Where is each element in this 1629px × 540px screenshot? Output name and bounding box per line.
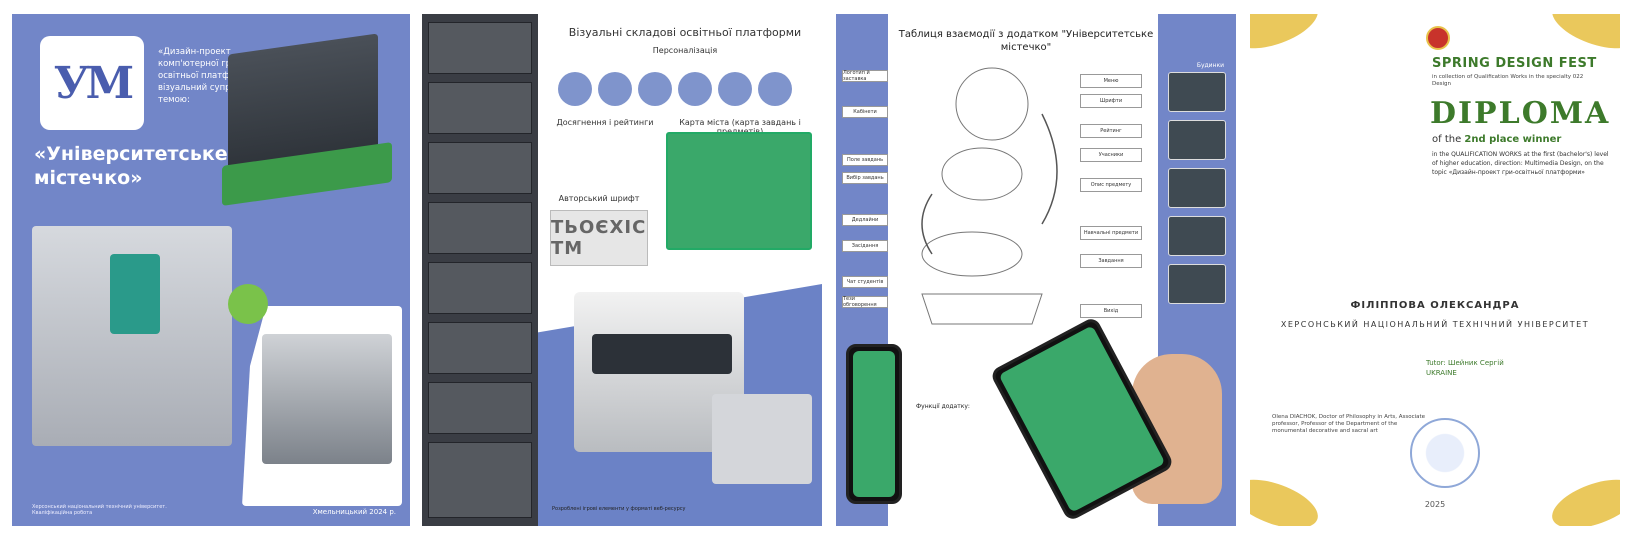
thumbnail xyxy=(428,22,532,74)
building-thumbnail xyxy=(1168,168,1226,208)
signatory: Olena DIACHOK, Doctor of Philosophy in A… xyxy=(1272,414,1426,434)
thumbnail xyxy=(428,442,532,518)
logo: УМ xyxy=(40,36,144,130)
functions-heading: Функції додатку: xyxy=(916,403,970,410)
render-thumbnails xyxy=(422,14,538,526)
achievements-label: Досягнення і рейтинги xyxy=(556,118,654,127)
flow-label: Засідання xyxy=(842,240,888,252)
building-thumbnail xyxy=(1168,216,1226,256)
section-heading: Візуальні складові освітньої платформи xyxy=(568,26,802,39)
diploma-title: DIPLOMA xyxy=(1430,96,1611,131)
flow-label: Навчальні предмети xyxy=(1080,226,1142,240)
tree xyxy=(228,284,268,324)
flow-label: Рейтинг xyxy=(1080,124,1142,138)
buildings-label: Будинки xyxy=(1196,62,1224,69)
building-thumbnail xyxy=(1168,120,1226,160)
thumbnail xyxy=(428,262,532,314)
robot-avatar-icon xyxy=(718,72,752,106)
place-line: of the 2nd place winner xyxy=(1432,134,1562,145)
flow-label: Меню xyxy=(1080,74,1142,88)
poster-note: Розроблені ігрові елементи у форматі веб… xyxy=(552,506,686,512)
recipient-name: ФІЛІППОВА ОЛЕКСАНДРА xyxy=(1350,300,1520,311)
flow-label: Дедлайни xyxy=(842,214,888,226)
robot-avatar-icon xyxy=(638,72,672,106)
flow-label: Тези обговорення xyxy=(842,296,888,308)
building-render xyxy=(712,394,812,484)
city-map-label: Карта міста (карта завдань і предметів) xyxy=(679,118,801,136)
diploma-body: in the QUALIFICATION WORKS at the first … xyxy=(1432,151,1609,176)
flow-label: Опис предмету xyxy=(1080,178,1142,192)
flow-label: Логотип й заставка xyxy=(842,70,888,82)
emblem-icon xyxy=(1426,26,1450,50)
robot-avatar-icon xyxy=(558,72,592,106)
thumbnail xyxy=(428,322,532,374)
building-render xyxy=(262,334,392,464)
ornament xyxy=(1545,14,1620,59)
building-windows xyxy=(592,334,732,374)
diploma: SPRING DESIGN FEST in collection of Qual… xyxy=(1250,14,1620,526)
poster-interaction-table: Таблиця взаємодії з додатком "Університе… xyxy=(836,14,1236,526)
sketch-diagram xyxy=(921,67,1058,325)
flow-label: Чат студентів xyxy=(842,276,888,288)
flow-label: Кабінети xyxy=(842,106,888,118)
app-screen xyxy=(853,351,895,497)
flow-label: Завдання xyxy=(1080,254,1142,268)
stamp xyxy=(1410,418,1480,488)
robot-avatar-icon xyxy=(598,72,632,106)
thumbnail xyxy=(428,382,532,434)
university-name: ХЕРСОНСЬКИЙ НАЦІОНАЛЬНИЙ ТЕХНІЧНИЙ УНІВЕ… xyxy=(1280,320,1590,329)
author-font-label: Авторський шрифт xyxy=(558,194,640,203)
poster-visual-components: Візуальні складові освітньої платформи П… xyxy=(422,14,822,526)
ornament xyxy=(1250,469,1325,526)
thumbnail xyxy=(428,202,532,254)
phone-mockup xyxy=(846,344,902,504)
poster-university-town: УМ «Дизайн-проект комп'ютерної гри-освіт… xyxy=(12,14,410,526)
section-heading: Таблиця взаємодії з додатком "Університе… xyxy=(898,29,1154,53)
flow-label: Поле завдань xyxy=(842,154,888,166)
poster-year: Хмельницький 2024 р. xyxy=(312,508,396,516)
building-thumbnail xyxy=(1168,72,1226,112)
building-thumbnail xyxy=(1168,264,1226,304)
ornament xyxy=(1250,14,1325,59)
poster-description: «Дизайн-проект комп'ютерної гри-освітньо… xyxy=(158,47,265,105)
fest-subtitle: in collection of Qualification Works in … xyxy=(1432,74,1584,87)
poster-title: «Університетське містечко» xyxy=(34,143,228,189)
thumbnail xyxy=(428,82,532,134)
diploma-year: 2025 xyxy=(1424,500,1446,509)
flow-label: Шрифти xyxy=(1080,94,1142,108)
ornament xyxy=(1545,469,1620,526)
personalization-label: Персоналізація xyxy=(652,46,718,55)
thumbnail xyxy=(428,142,532,194)
font-sample: ТЬОЄХІС ТМ xyxy=(550,210,648,266)
flow-label: Учасники xyxy=(1080,148,1142,162)
flow-label: Вибір завдань xyxy=(842,172,888,184)
flow-label: Вихід xyxy=(1080,304,1142,318)
city-map xyxy=(666,132,812,250)
building-accent xyxy=(110,254,160,334)
poster-footer: Херсонський національний технічний уніве… xyxy=(32,504,167,516)
robot-avatar-icon xyxy=(678,72,712,106)
robot-avatar-icon xyxy=(758,72,792,106)
fest-title: SPRING DESIGN FEST xyxy=(1432,56,1597,71)
